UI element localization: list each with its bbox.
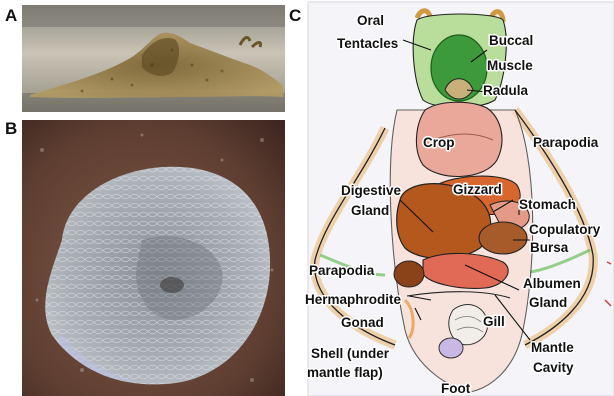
label-foot: Foot <box>441 381 471 396</box>
label-oral-tentacles-line2: Tentacles <box>337 36 398 51</box>
label-albumen-line1: Albumen <box>523 276 581 291</box>
label-crop: Crop <box>423 135 455 150</box>
panel-c-letter: C <box>289 6 301 26</box>
label-oral-tentacles-line1: Oral <box>357 13 384 28</box>
label-mantle-line1: Mantle <box>531 340 574 355</box>
photo-sea-hare-top <box>22 120 285 396</box>
label-albumen-line2: Gland <box>529 295 567 310</box>
panel-a-letter: A <box>5 6 17 26</box>
label-digestive-line2: Gland <box>351 203 389 218</box>
label-mantle-line2: Cavity <box>533 360 574 375</box>
label-gonad-line2: Gonad <box>341 315 384 330</box>
label-gill: Gill <box>483 314 505 329</box>
label-buccal-line2: Muscle <box>487 58 533 73</box>
copulatory-bursa-shape <box>479 222 527 254</box>
label-shell-line1: Shell (under <box>311 346 390 361</box>
label-gizzard: Gizzard <box>453 182 502 197</box>
label-parapodia-right: Parapodia <box>533 135 599 150</box>
label-copulatory-line1: Copulatory <box>529 222 601 237</box>
label-buccal-line1: Buccal <box>489 33 533 48</box>
label-gonad-line1: Hermaphrodite <box>305 292 402 307</box>
photo-a-image <box>22 5 285 112</box>
anatomy-drawing: Oral Tentacles Buccal Muscle Radula Crop… <box>305 0 614 396</box>
hermaphrodite-gonad-shape <box>394 261 424 287</box>
panel-b-letter: B <box>5 119 17 139</box>
label-shell-line2: mantle flap) <box>307 365 383 380</box>
label-parapodia-left: Parapodia <box>309 263 375 278</box>
photo-b-image <box>22 120 285 396</box>
label-digestive-line1: Digestive <box>341 183 402 198</box>
label-radula: Radula <box>483 83 529 98</box>
label-stomach: Stomach <box>519 197 576 212</box>
photo-sea-hare-side <box>22 5 285 112</box>
label-copulatory-line2: Bursa <box>530 240 569 255</box>
